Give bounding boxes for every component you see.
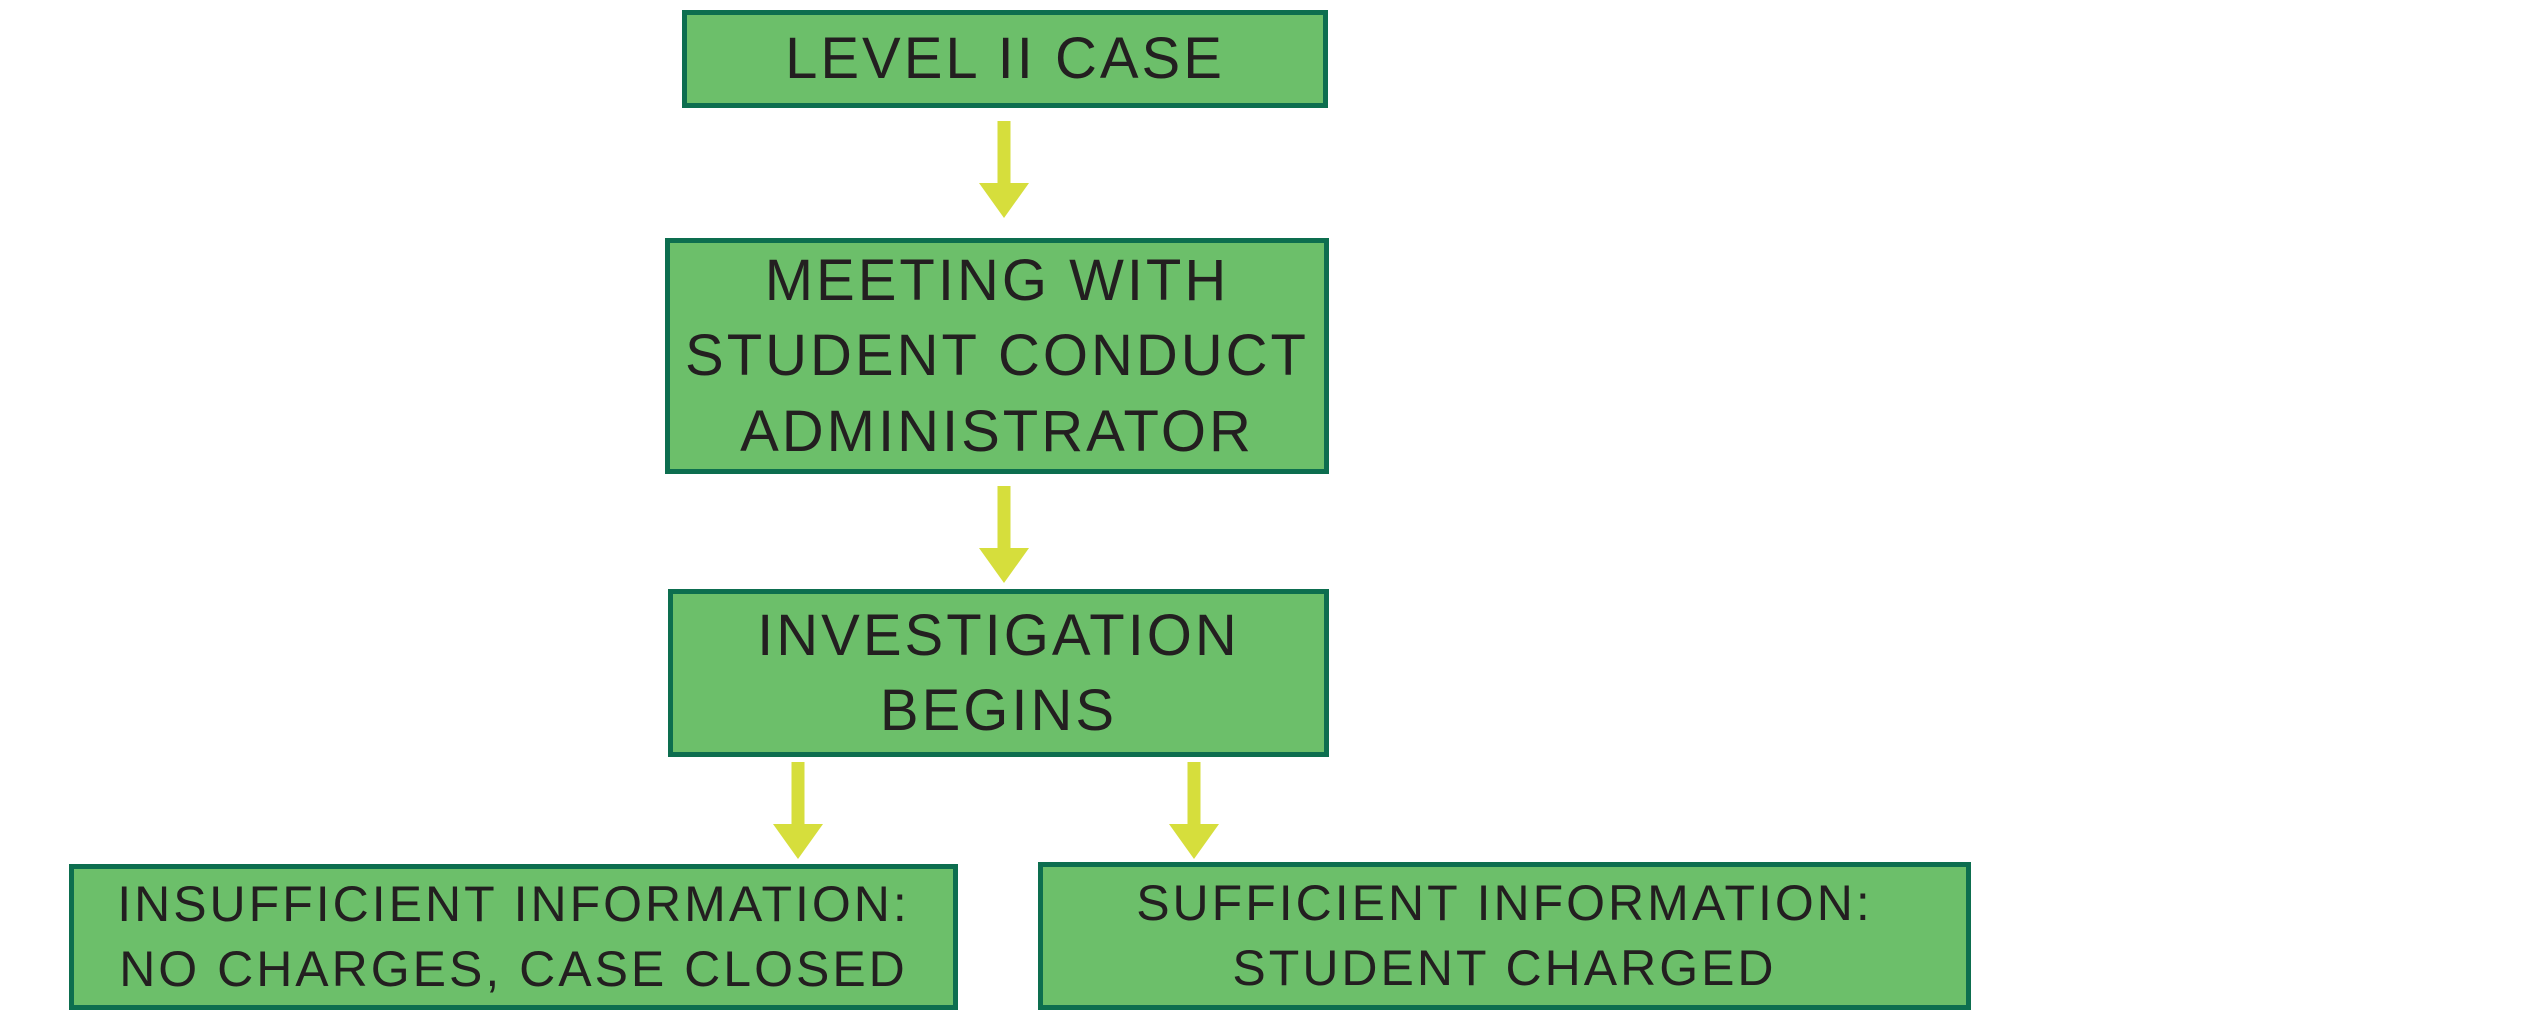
flow-node-label: MEETING WITH STUDENT CONDUCT ADMINISTRAT… [685,247,1309,464]
down-arrow-icon [979,121,1029,218]
flow-node-investigation-begins: INVESTIGATION BEGINS [668,589,1329,757]
down-arrow-icon [773,762,823,859]
flow-node-label: SUFFICIENT INFORMATION: STUDENT CHARGED [1136,875,1873,996]
down-arrow-icon [1169,762,1219,859]
flow-node-insufficient-information-no-charges-case-closed: INSUFFICIENT INFORMATION: NO CHARGES, CA… [69,864,958,1010]
flow-node-label: INSUFFICIENT INFORMATION: NO CHARGES, CA… [117,876,910,997]
flow-node-level-ii-case: LEVEL II CASE [682,10,1328,108]
flow-node-label: INVESTIGATION BEGINS [757,602,1240,743]
flow-node-meeting-with-student-conduct-administrator: MEETING WITH STUDENT CONDUCT ADMINISTRAT… [665,238,1329,474]
flow-node-sufficient-information-student-charged: SUFFICIENT INFORMATION: STUDENT CHARGED [1038,862,1971,1010]
flow-node-label: LEVEL II CASE [785,26,1225,92]
down-arrow-icon [979,486,1029,583]
